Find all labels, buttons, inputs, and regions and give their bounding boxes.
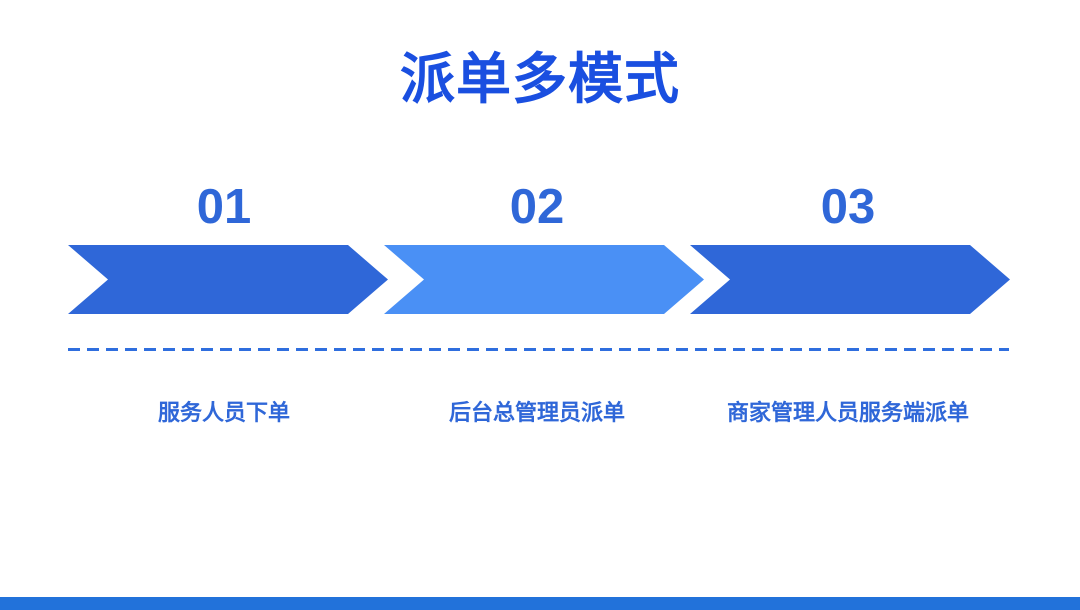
step-caption-3: 商家管理人员服务端派单: [726, 400, 969, 425]
dashed-divider: [68, 348, 1009, 351]
step-captions-row: 服务人员下单 后台总管理员派单 商家管理人员服务端派单: [68, 396, 1010, 486]
chevron-arrow-step-3: [690, 245, 1010, 314]
page-title: 派单多模式: [399, 48, 680, 110]
bottom-accent-bar: [0, 597, 1080, 610]
chevron-arrow-step-2: [384, 245, 704, 314]
step-number-03: 03: [820, 180, 876, 234]
step-numbers-row: 01 02 03: [68, 178, 1010, 236]
step-number-01: 01: [196, 180, 252, 234]
step-number-02: 02: [509, 180, 565, 234]
step-caption-2: 后台总管理员派单: [448, 400, 625, 425]
step-caption-1: 服务人员下单: [157, 400, 290, 425]
process-arrow-row: [68, 245, 1010, 314]
chevron-arrow-step-1: [68, 245, 388, 314]
